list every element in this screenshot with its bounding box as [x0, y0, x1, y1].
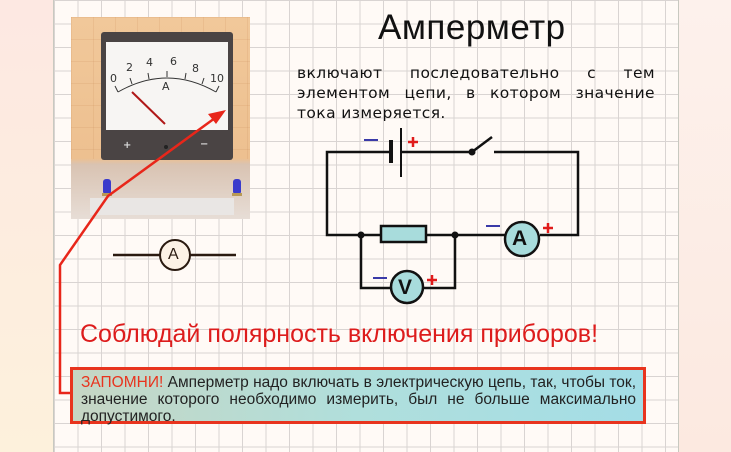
scale-label-10: 10 [210, 72, 224, 85]
terminal-minus-label: − [200, 139, 209, 150]
junction-right [451, 231, 459, 239]
scale-label-0: 0 [110, 72, 117, 85]
circuit-diagram [325, 128, 580, 290]
meter-base [90, 198, 234, 215]
ammeter-symbol [113, 239, 236, 271]
dial-scale [114, 71, 220, 125]
ammeter-symbol-label: A [168, 246, 179, 263]
polarity-warning: Соблюдай полярность включения приборов! [80, 320, 599, 348]
terminal-plus-label: + [123, 140, 132, 151]
right-margin [678, 0, 731, 452]
junction-left [357, 231, 365, 239]
scale-label-2: 2 [126, 61, 133, 74]
page-title: Амперметр [378, 8, 566, 47]
scale-label-6: 6 [170, 55, 177, 68]
note-text: Амперметр надо включать в электрическую … [81, 374, 636, 425]
terminal-post-right [232, 179, 242, 196]
circuit-voltmeter-label: V [398, 276, 413, 299]
polarity-marks [364, 137, 553, 285]
switch-pivot [468, 148, 476, 156]
description-text: включают последовательно с тем элементом… [297, 64, 655, 122]
ammeter-photo: 0 2 4 6 8 10 A + − [71, 17, 250, 219]
circuit-voltmeter [389, 269, 425, 305]
scale-label-4: 4 [146, 56, 153, 69]
circuit-ammeter [503, 220, 541, 258]
note-label: ЗАПОМНИ! [81, 374, 164, 391]
scale-label-8: 8 [192, 62, 199, 75]
remember-note: ЗАПОМНИ! Амперметр надо включать в элект… [70, 367, 646, 425]
meter-housing: 0 2 4 6 8 10 A + − [101, 32, 233, 160]
callout-arrow [58, 110, 226, 395]
indicator-dot [164, 145, 168, 149]
circuit-ammeter-label: A [512, 227, 528, 250]
resistor [379, 224, 428, 244]
left-margin [0, 0, 53, 452]
unit-label: A [162, 80, 170, 93]
terminal-post-left [102, 179, 112, 196]
meter-dial: 0 2 4 6 8 10 A [106, 42, 228, 130]
